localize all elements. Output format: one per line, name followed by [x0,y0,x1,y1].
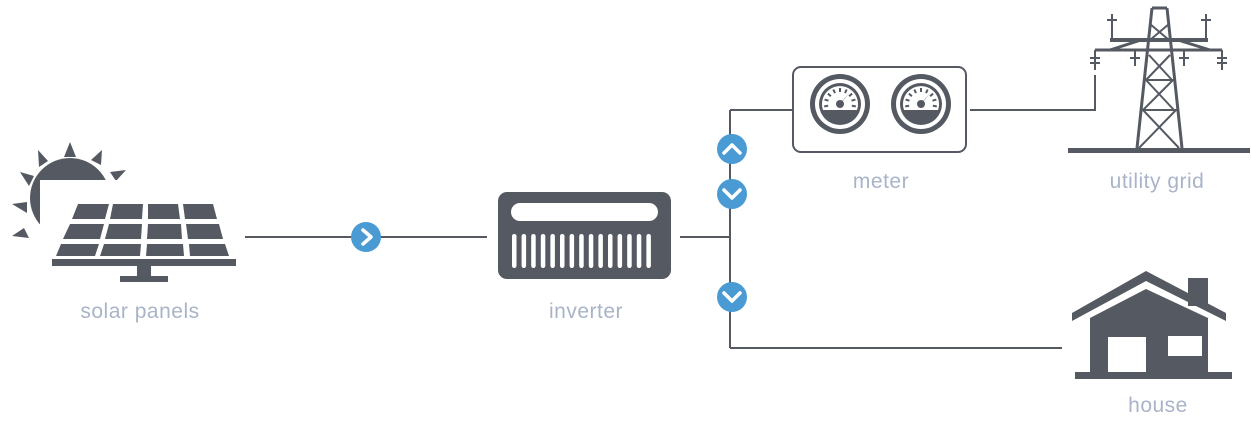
transmission-tower-icon [1068,6,1250,153]
utility-grid-label: utility grid [1109,170,1205,193]
flow-arrow-up [717,134,747,164]
gauge-tick [824,98,829,102]
line-meter-to-grid [970,75,1096,111]
gauge-left-icon [810,74,870,134]
flow-arrow-down-house [717,282,747,312]
gauge-tick [908,92,913,97]
vent-slot [540,234,546,268]
gauge-tick [827,92,832,97]
gauge-tick [851,98,856,102]
gauge-tick [925,89,929,94]
gauge-tick [824,104,829,108]
vent-slot [617,234,623,268]
panel-cells [52,204,236,282]
gauge-right-icon [891,74,951,134]
flow-arrow-right [351,222,381,252]
meter-label: meter [852,170,910,193]
vent-slot [579,234,584,268]
gauge-tick [851,104,856,108]
gauge-tick [929,92,934,97]
gauge-tick [832,89,836,94]
inverter-icon [498,192,671,279]
vent-slot [521,234,527,268]
flow-arrow-down [717,179,747,209]
solar-panel-icon [12,142,238,282]
gauge-tick [913,89,917,94]
vent-slot [598,234,603,268]
vent-slot [646,234,651,268]
gauge-tick [905,104,910,108]
inverter-label: inverter [548,300,624,323]
vent-slot [636,234,642,268]
solar-panels-label: solar panels [80,300,200,323]
gauge-tick [844,89,848,94]
vent-slot [608,234,613,268]
vent-slot [627,234,632,268]
vent-slot [569,234,575,268]
inverter-vents [512,234,651,268]
vent-slot [588,234,594,268]
meter-icon [792,66,967,153]
vent-slot [550,234,555,268]
gauge-tick [932,104,937,108]
vent-slot [560,234,565,268]
house-label: house [1128,394,1188,417]
vent-slot [531,234,536,268]
vent-slot [512,234,517,268]
gauge-tick [848,92,853,97]
gauge-tick [932,98,937,102]
house-icon [1072,271,1232,379]
gauge-tick [905,98,910,102]
